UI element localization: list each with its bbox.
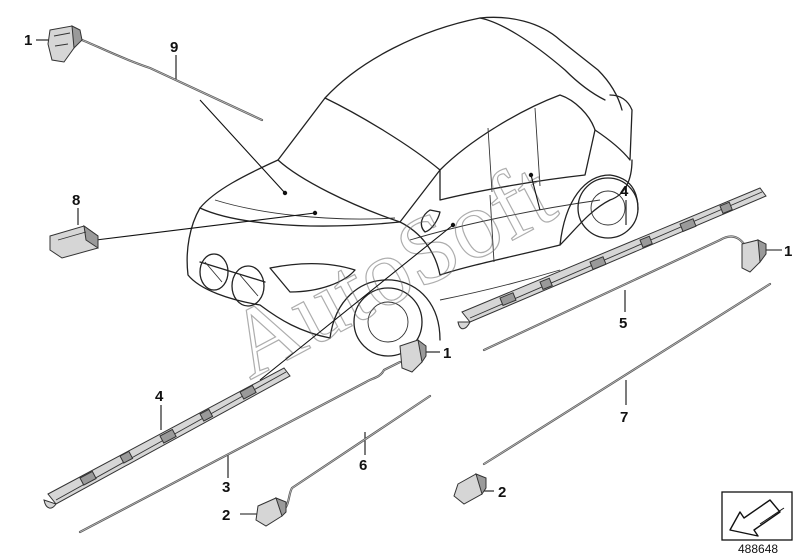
callout-4-left: 4 <box>155 388 164 405</box>
callout-1-center: 1 <box>443 345 451 362</box>
part-1-sensor-right <box>741 239 767 273</box>
arrow-down-left-icon <box>729 499 785 537</box>
callout-2-left: 2 <box>222 507 230 524</box>
callout-1-top-left: 1 <box>24 32 32 49</box>
part-4-rail-right <box>457 187 767 330</box>
vehicle-outline <box>186 16 639 357</box>
callout-4-right: 4 <box>620 183 629 200</box>
part-8-module <box>49 224 99 259</box>
part-5-wire <box>482 235 746 352</box>
callout-2-right: 2 <box>498 484 506 501</box>
callout-9: 9 <box>170 39 178 56</box>
part-1-sensor-center <box>399 338 427 373</box>
callout-8: 8 <box>72 192 80 209</box>
callout-5: 5 <box>619 315 627 332</box>
part-2-connector-left <box>255 497 287 527</box>
watermark: AutoSoft <box>210 139 571 399</box>
part-3-wire <box>78 360 402 534</box>
part-4-rail-left <box>43 367 291 509</box>
callout-3: 3 <box>222 479 230 496</box>
callout-1-right: 1 <box>784 243 792 260</box>
part-2-connector-right <box>453 473 487 505</box>
part-9-wire <box>80 38 264 122</box>
callout-6: 6 <box>359 457 367 474</box>
leader-lines <box>36 39 782 515</box>
part-7-wire <box>482 282 772 466</box>
diagram-number: 488648 <box>738 542 778 556</box>
nav-arrow-box[interactable] <box>721 491 793 541</box>
part-1-sensor-top-left <box>47 25 83 63</box>
callout-7: 7 <box>620 409 628 426</box>
callout-labels: 1 9 8 4 1 5 1 4 7 6 3 2 2 <box>24 32 792 524</box>
